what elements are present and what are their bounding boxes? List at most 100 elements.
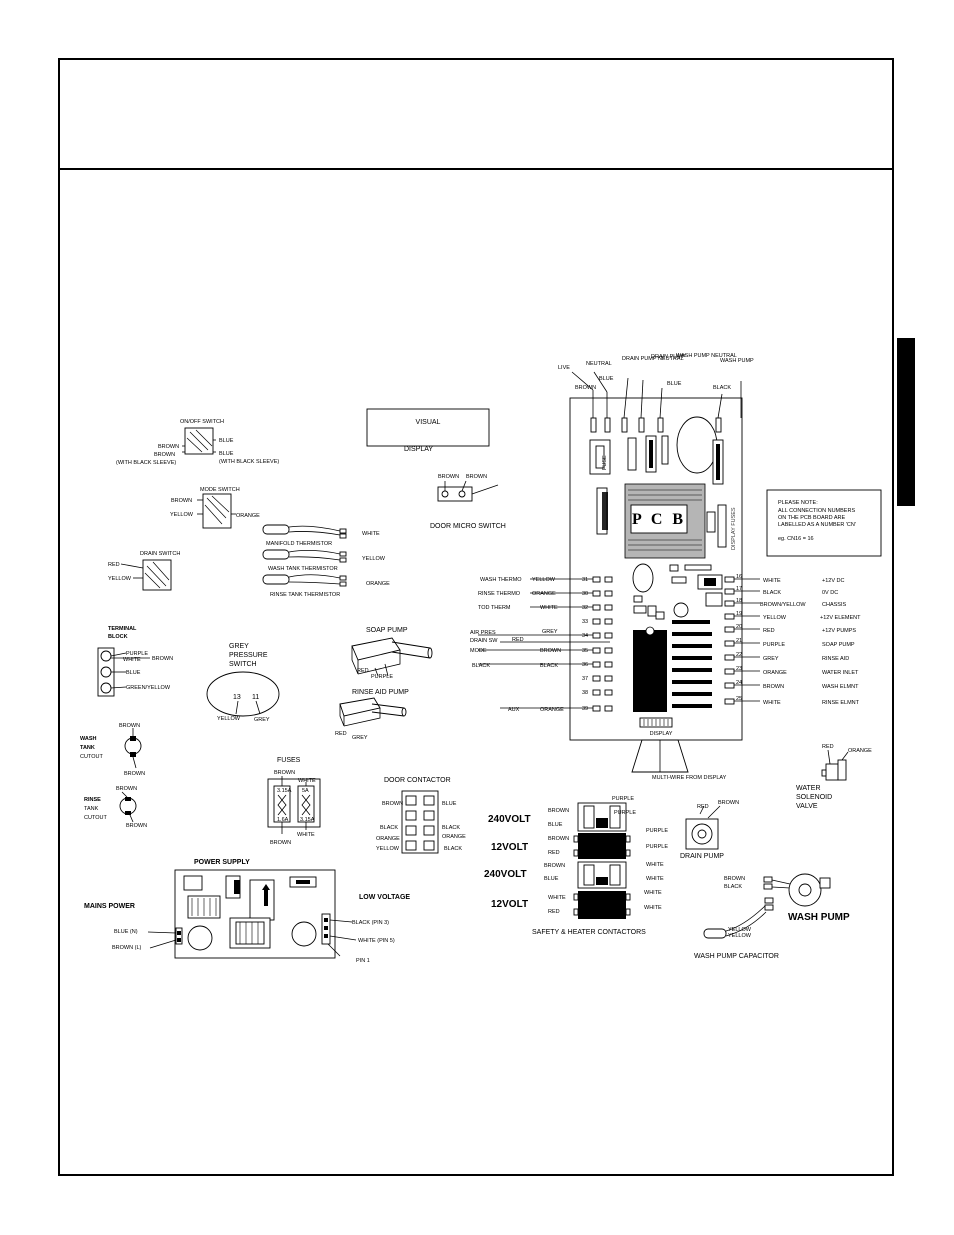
pcb-right-pin: 16 xyxy=(736,574,742,580)
wash-tank-cutout-title: CUTOUT xyxy=(80,754,103,760)
wire-label-neutral: NEUTRAL xyxy=(586,361,612,367)
drain-pump: RED BROWN DRAIN PUMP xyxy=(680,800,739,860)
pcb-left-pin: 37 xyxy=(582,676,588,682)
pressure-wire: GREY xyxy=(254,717,270,723)
pcb-left-wire: GREY xyxy=(542,629,558,635)
thermistor-wire: WHITE xyxy=(362,531,380,537)
wash-pump: BROWN BLACK WASH PUMP YELLOW YELLOW WASH… xyxy=(694,873,850,960)
contactor-wire: RED xyxy=(548,909,560,915)
pcb-left-signal: WASH THERMO xyxy=(480,577,522,583)
mode-switch-wire: ORANGE xyxy=(236,513,260,519)
on-off-switch: ON/OFF SWITCH BROWN BROWN (WITH BLACK SL… xyxy=(116,419,279,466)
terminal-wire: BROWN xyxy=(152,656,173,662)
wire-label-wash-neutral-blue: BLUE xyxy=(667,381,682,387)
pcb-left-wire: BLACK xyxy=(540,663,558,669)
door-micro-wire: BROWN xyxy=(466,474,487,480)
wire-label-wash-neutral: WASH PUMP NEUTRAL xyxy=(676,353,737,359)
contactor-wire: BROWN xyxy=(544,863,565,869)
pcb-right-wire: PURPLE xyxy=(763,642,785,648)
pcb-left-signal: TOD THERM xyxy=(478,605,511,611)
pressure-switch-title: GREY xyxy=(229,643,249,650)
terminal-wire: WHITE xyxy=(123,657,141,663)
fuse-rating: 5A xyxy=(302,788,309,794)
water-solenoid-valve: RED ORANGE WATER SOLENOID VALVE xyxy=(796,744,872,810)
pcb-left-wire: BROWN xyxy=(540,648,561,654)
mains-wire: BLUE (N) xyxy=(114,929,138,935)
pcb-right-pin: 22 xyxy=(736,652,742,658)
capacitor-wire: YELLOW xyxy=(728,927,752,933)
contactor-wire: WHITE xyxy=(644,905,662,911)
pcb-left-signal: AIR PRES xyxy=(470,630,496,636)
wire-label-drain-neutral: DRAIN PUMP NEUTRAL xyxy=(622,356,684,362)
wash-pump-title: WASH PUMP xyxy=(788,912,850,923)
wash-tank-cutout-title: WASH xyxy=(80,736,97,742)
pcb-left-signal: AUX xyxy=(508,707,520,713)
door-contactor: DOOR CONTACTOR BROWN BLACK ORANGE YELLOW… xyxy=(376,777,466,854)
wash-cutout-wire: BROWN xyxy=(124,771,145,777)
pcb-right-wire: BROWN xyxy=(763,684,784,690)
pcb-top-wires: LIVE BROWN NEUTRAL BLUE DRAIN PUMP NEUTR… xyxy=(558,353,754,419)
ribbon-label: MULTI-WIRE FROM DISPLAY xyxy=(652,775,727,781)
pcb-right-signal: +12V ELEMENT xyxy=(820,615,861,621)
soap-pump-title: SOAP PUMP xyxy=(366,627,408,634)
contactor-wire: PURPLE xyxy=(614,810,636,816)
pcb-right-signal: WASH ELMNT xyxy=(822,684,859,690)
terminal-wire: PURPLE xyxy=(126,651,148,657)
pcb-right-labels: 16 WHITE +12V DC 17 BLACK 0V DC 18 BROWN… xyxy=(734,574,861,706)
pcb-right-wire: BLACK xyxy=(763,590,781,596)
on-off-switch-title: ON/OFF SWITCH xyxy=(180,419,224,425)
contactor-wire: PURPLE xyxy=(646,828,668,834)
thermistor-label: WASH TANK THERMISTOR xyxy=(268,566,338,572)
on-off-wire: (WITH BLACK SLEEVE) xyxy=(116,460,176,466)
on-off-wire: BROWN xyxy=(158,444,179,450)
pcb-left-wire: RED xyxy=(512,637,524,643)
pcb-left-pin: 31 xyxy=(582,577,588,583)
wire-label-live: LIVE xyxy=(558,365,570,371)
rinse-tank-cutout-title: RINSE xyxy=(84,797,101,803)
thermistor-label: MANIFOLD THERMISTOR xyxy=(266,541,332,547)
visual-display-subtitle: DISPLAY xyxy=(404,446,433,453)
door-micro-switch: BROWN BROWN DOOR MICRO SWITCH xyxy=(430,474,506,530)
section-tab xyxy=(897,338,915,506)
door-contactor-wire: BLUE xyxy=(442,801,457,807)
pcb-left-wire: BLACK xyxy=(472,663,490,669)
pcb-left-pin: 36 xyxy=(582,662,588,668)
page-frame xyxy=(58,58,894,1176)
door-contactor-wire: BLACK xyxy=(442,825,460,831)
pcb-right-pin: 17 xyxy=(736,586,742,592)
rinse-aid-wire: RED xyxy=(335,731,347,737)
solenoid-title: SOLENOID xyxy=(796,794,832,801)
rinse-aid-pump-title: RINSE AID PUMP xyxy=(352,689,409,696)
soap-pump-wire: PURPLE xyxy=(371,674,393,680)
terminal-wire: BLUE xyxy=(126,670,141,676)
terminal-wire: GREEN/YELLOW xyxy=(126,685,171,691)
rinse-tank-cutout-title: TANK xyxy=(84,806,99,812)
pcb-left-pin: 39 xyxy=(582,706,588,712)
door-contactor-wire: ORANGE xyxy=(442,834,466,840)
note-line: PLEASE NOTE: xyxy=(778,500,818,506)
capacitor-wire: YELLOW xyxy=(728,933,752,939)
on-off-wire: BLUE xyxy=(219,451,234,457)
soap-pump: SOAP PUMP RED PURPLE xyxy=(351,627,433,680)
pcb-left-pin: 33 xyxy=(582,619,588,625)
thermistor-wire: YELLOW xyxy=(362,556,386,562)
contactors-caption: SAFETY & HEATER CONTACTORS xyxy=(532,929,646,936)
visual-display-title: VISUAL xyxy=(416,419,441,426)
door-contactor-wire: BROWN xyxy=(382,801,403,807)
display-connector-label: DISPLAY xyxy=(650,731,673,737)
rinse-tank-cutout-title: CUTOUT xyxy=(84,815,107,821)
terminal-block-title: TERMINAL xyxy=(108,626,137,632)
display-ribbon: MULTI-WIRE FROM DISPLAY xyxy=(631,739,727,781)
mode-switch-wire: YELLOW xyxy=(170,512,194,518)
pcb-left-signal: MODE xyxy=(470,648,487,654)
drain-pump-wire: RED xyxy=(697,804,709,810)
door-contactor-title: DOOR CONTACTOR xyxy=(384,777,451,784)
power-supply: POWER SUPPLY MAINS POWER BLUE (N) BROWN … xyxy=(84,859,410,964)
power-supply-title: POWER SUPPLY xyxy=(194,859,250,866)
wire-label-live-brown: BROWN xyxy=(575,385,596,391)
pcb-left-pin: 35 xyxy=(582,648,588,654)
door-contactor-wire: ORANGE xyxy=(376,836,400,842)
microcontroller xyxy=(633,630,667,712)
pcb-right-signal: SOAP PUMP xyxy=(822,642,855,648)
